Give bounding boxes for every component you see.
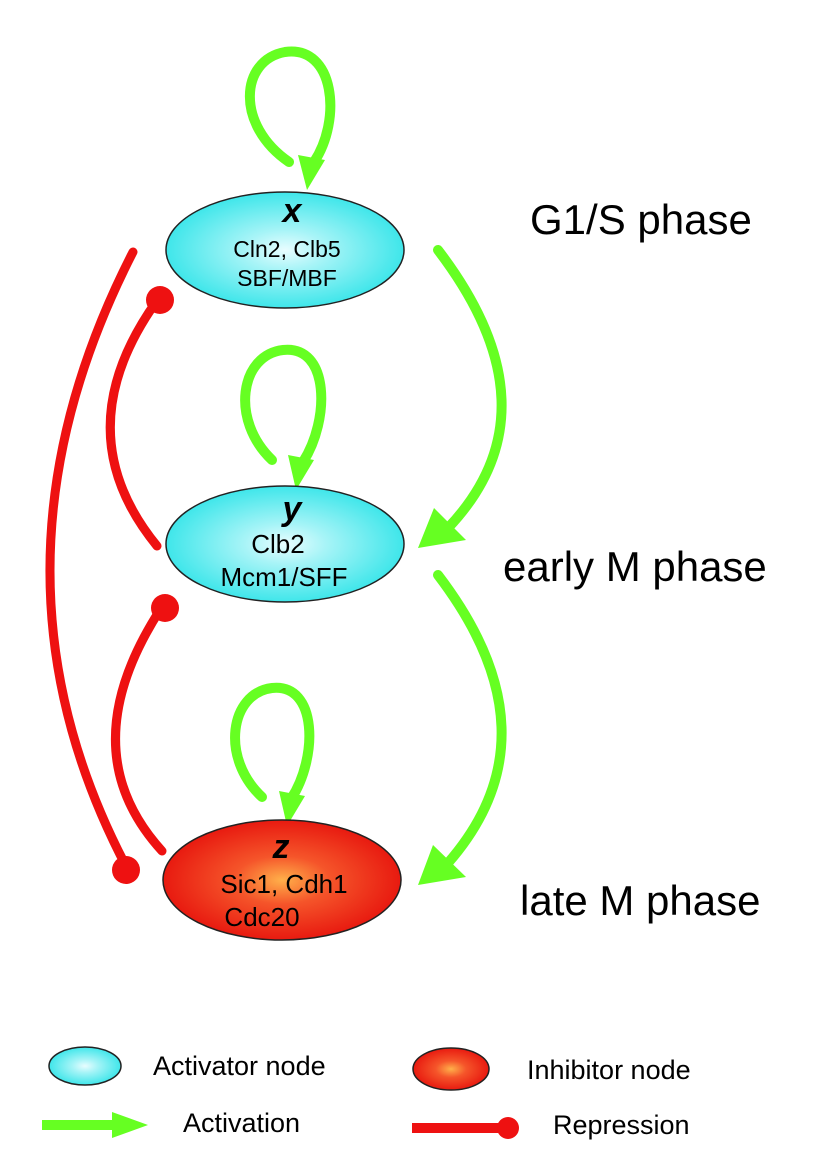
repression-y-to-x	[105, 286, 174, 551]
legend-activation-label: Activation	[183, 1108, 300, 1138]
node-z-line2: Cdc20	[224, 902, 299, 932]
repression-z-to-y	[111, 594, 179, 856]
node-z: z Sic1, Cdh1 Cdc20	[162, 819, 402, 941]
node-x-line2: SBF/MBF	[237, 265, 337, 291]
node-y-var: y	[281, 490, 304, 528]
node-y: y Clb2 Mcm1/SFF	[165, 485, 405, 603]
node-z-line1: Sic1, Cdh1	[220, 869, 347, 899]
repression-x-to-z	[45, 247, 140, 884]
legend-inhibitor-node-label: Inhibitor node	[527, 1055, 691, 1085]
phase-label-late-m: late M phase	[520, 877, 760, 924]
legend-activator-node: Activator node	[48, 1046, 326, 1086]
node-x: x Cln2, Clb5 SBF/MBF	[165, 191, 405, 309]
node-z-var: z	[272, 828, 290, 866]
activator-node-swatch	[48, 1046, 122, 1086]
activation-x-to-y	[418, 245, 507, 548]
legend: Activator node Inhibitor node Activation…	[42, 1046, 691, 1140]
legend-repression-label: Repression	[553, 1110, 690, 1140]
self-activation-x	[244, 46, 336, 190]
activation-y-to-z	[418, 570, 507, 885]
self-activation-y	[240, 344, 327, 490]
node-y-line1: Clb2	[251, 529, 304, 559]
node-x-var: x	[281, 192, 304, 230]
node-x-line1: Cln2, Clb5	[233, 236, 340, 262]
self-activation-z	[230, 682, 315, 826]
phase-label-early-m: early M phase	[503, 543, 767, 590]
phase-label-g1s: G1/S phase	[530, 196, 752, 243]
node-y-line2: Mcm1/SFF	[220, 562, 347, 592]
legend-inhibitor-node: Inhibitor node	[412, 1047, 691, 1091]
inhibitor-node-swatch	[412, 1047, 490, 1091]
legend-activation: Activation	[42, 1108, 300, 1138]
legend-repression: Repression	[412, 1110, 690, 1140]
legend-activator-node-label: Activator node	[153, 1051, 326, 1081]
